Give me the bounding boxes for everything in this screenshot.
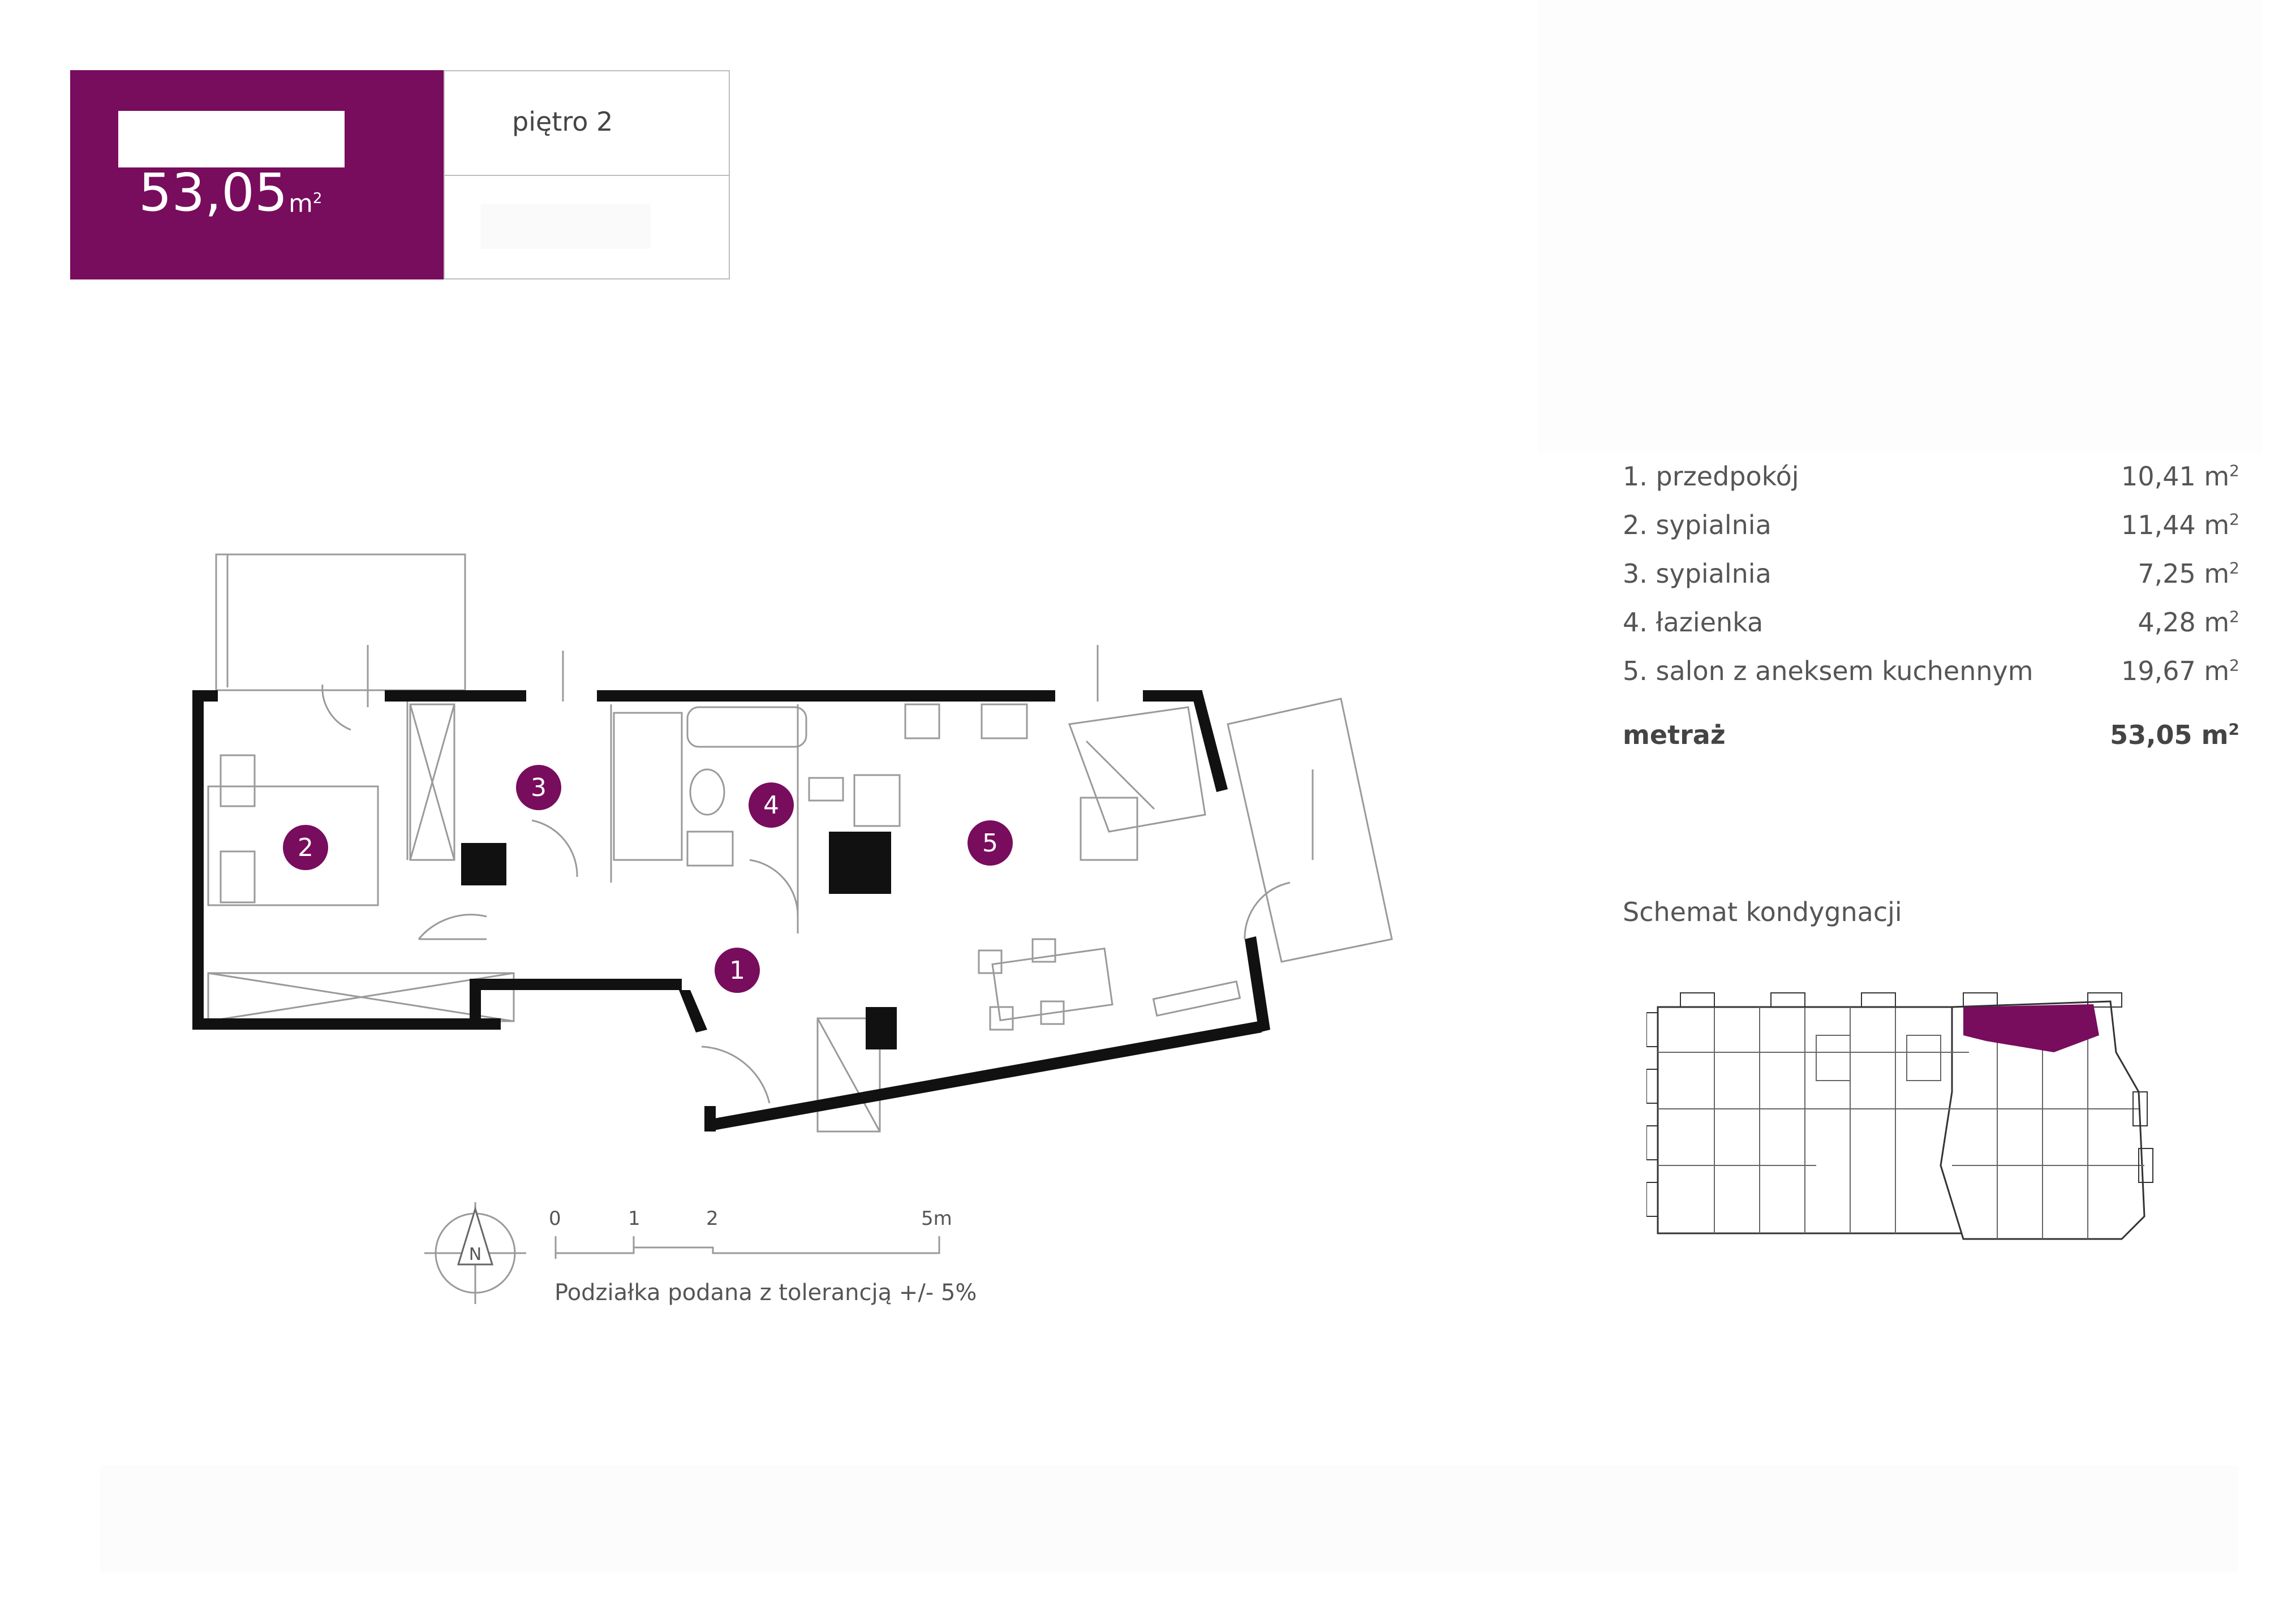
room-name: 5. salon z aneksem kuchennym	[1623, 656, 2033, 686]
total-row: metraż 53,05 m2	[1623, 720, 2239, 754]
image-panel	[1538, 0, 2262, 453]
total-label: metraż	[1623, 720, 1726, 750]
floor-label: piętro 2	[512, 106, 613, 137]
room-marker-3	[516, 765, 561, 810]
room-marker-label: 5	[982, 829, 998, 858]
scale-tick: 5m	[921, 1207, 952, 1230]
scheme-title: Schemat kondygnacji	[1623, 897, 1902, 927]
total-area: 53,05 m2	[2110, 720, 2239, 750]
walls	[192, 690, 1270, 1131]
balcony-right	[1227, 698, 1393, 963]
scale-note: Podziałka podana z tolerancją +/- 5%	[554, 1280, 977, 1306]
room-marker-4	[749, 782, 794, 828]
room-area: 10,41 m2	[2121, 461, 2239, 492]
room-marker-label: 3	[531, 773, 547, 802]
room-marker-2	[283, 825, 328, 870]
redacted-label	[118, 111, 345, 167]
room-area: 4,28 m2	[2138, 607, 2239, 638]
room-row: 4. łazienka 4,28 m2	[1623, 607, 2239, 641]
floor-plan: 1 2 3 4 5	[192, 553, 1393, 1133]
area-badge	[70, 70, 444, 279]
balcony-top	[215, 553, 466, 691]
room-marker-label: 2	[298, 833, 313, 862]
scale-bar: 0 1 2 5m	[549, 1207, 952, 1259]
room-row: 1. przedpokój 10,41 m2	[1623, 461, 2239, 495]
room-marker-label: 1	[729, 956, 745, 985]
scale-tick: 0	[549, 1207, 561, 1230]
floor-scheme	[1646, 992, 2153, 1240]
room-area: 7,25 m2	[2138, 558, 2239, 589]
room-area: 11,44 m2	[2121, 510, 2239, 540]
room-name: 3. sypialnia	[1623, 558, 1772, 589]
room-name: 1. przedpokój	[1623, 461, 1799, 492]
room-row: 3. sypialnia 7,25 m2	[1623, 558, 2239, 592]
scheme-wing-left	[1657, 1006, 1970, 1234]
compass: N	[424, 1202, 526, 1304]
apartment-highlight	[1963, 1004, 2099, 1052]
scale-tick: 1	[628, 1207, 640, 1230]
compass-label: N	[469, 1245, 481, 1264]
room-marker-label: 4	[763, 791, 779, 820]
room-name: 2. sypialnia	[1623, 510, 1772, 540]
footer-band	[100, 1465, 2238, 1573]
scale-tick: 2	[706, 1207, 719, 1230]
info-divider	[444, 175, 730, 176]
room-area: 19,67 m2	[2121, 656, 2239, 686]
room-row: 2. sypialnia 11,44 m2	[1623, 510, 2239, 544]
room-markers	[283, 765, 1013, 993]
area-unit: m2	[289, 189, 323, 218]
room-row: 5. salon z aneksem kuchennym 19,67 m2	[1623, 656, 2239, 690]
room-marker-5	[968, 820, 1013, 866]
room-name: 4. łazienka	[1623, 607, 1764, 638]
faint-placeholder	[481, 204, 651, 249]
area-value: 53,05	[139, 162, 288, 223]
room-marker-1	[715, 948, 760, 993]
